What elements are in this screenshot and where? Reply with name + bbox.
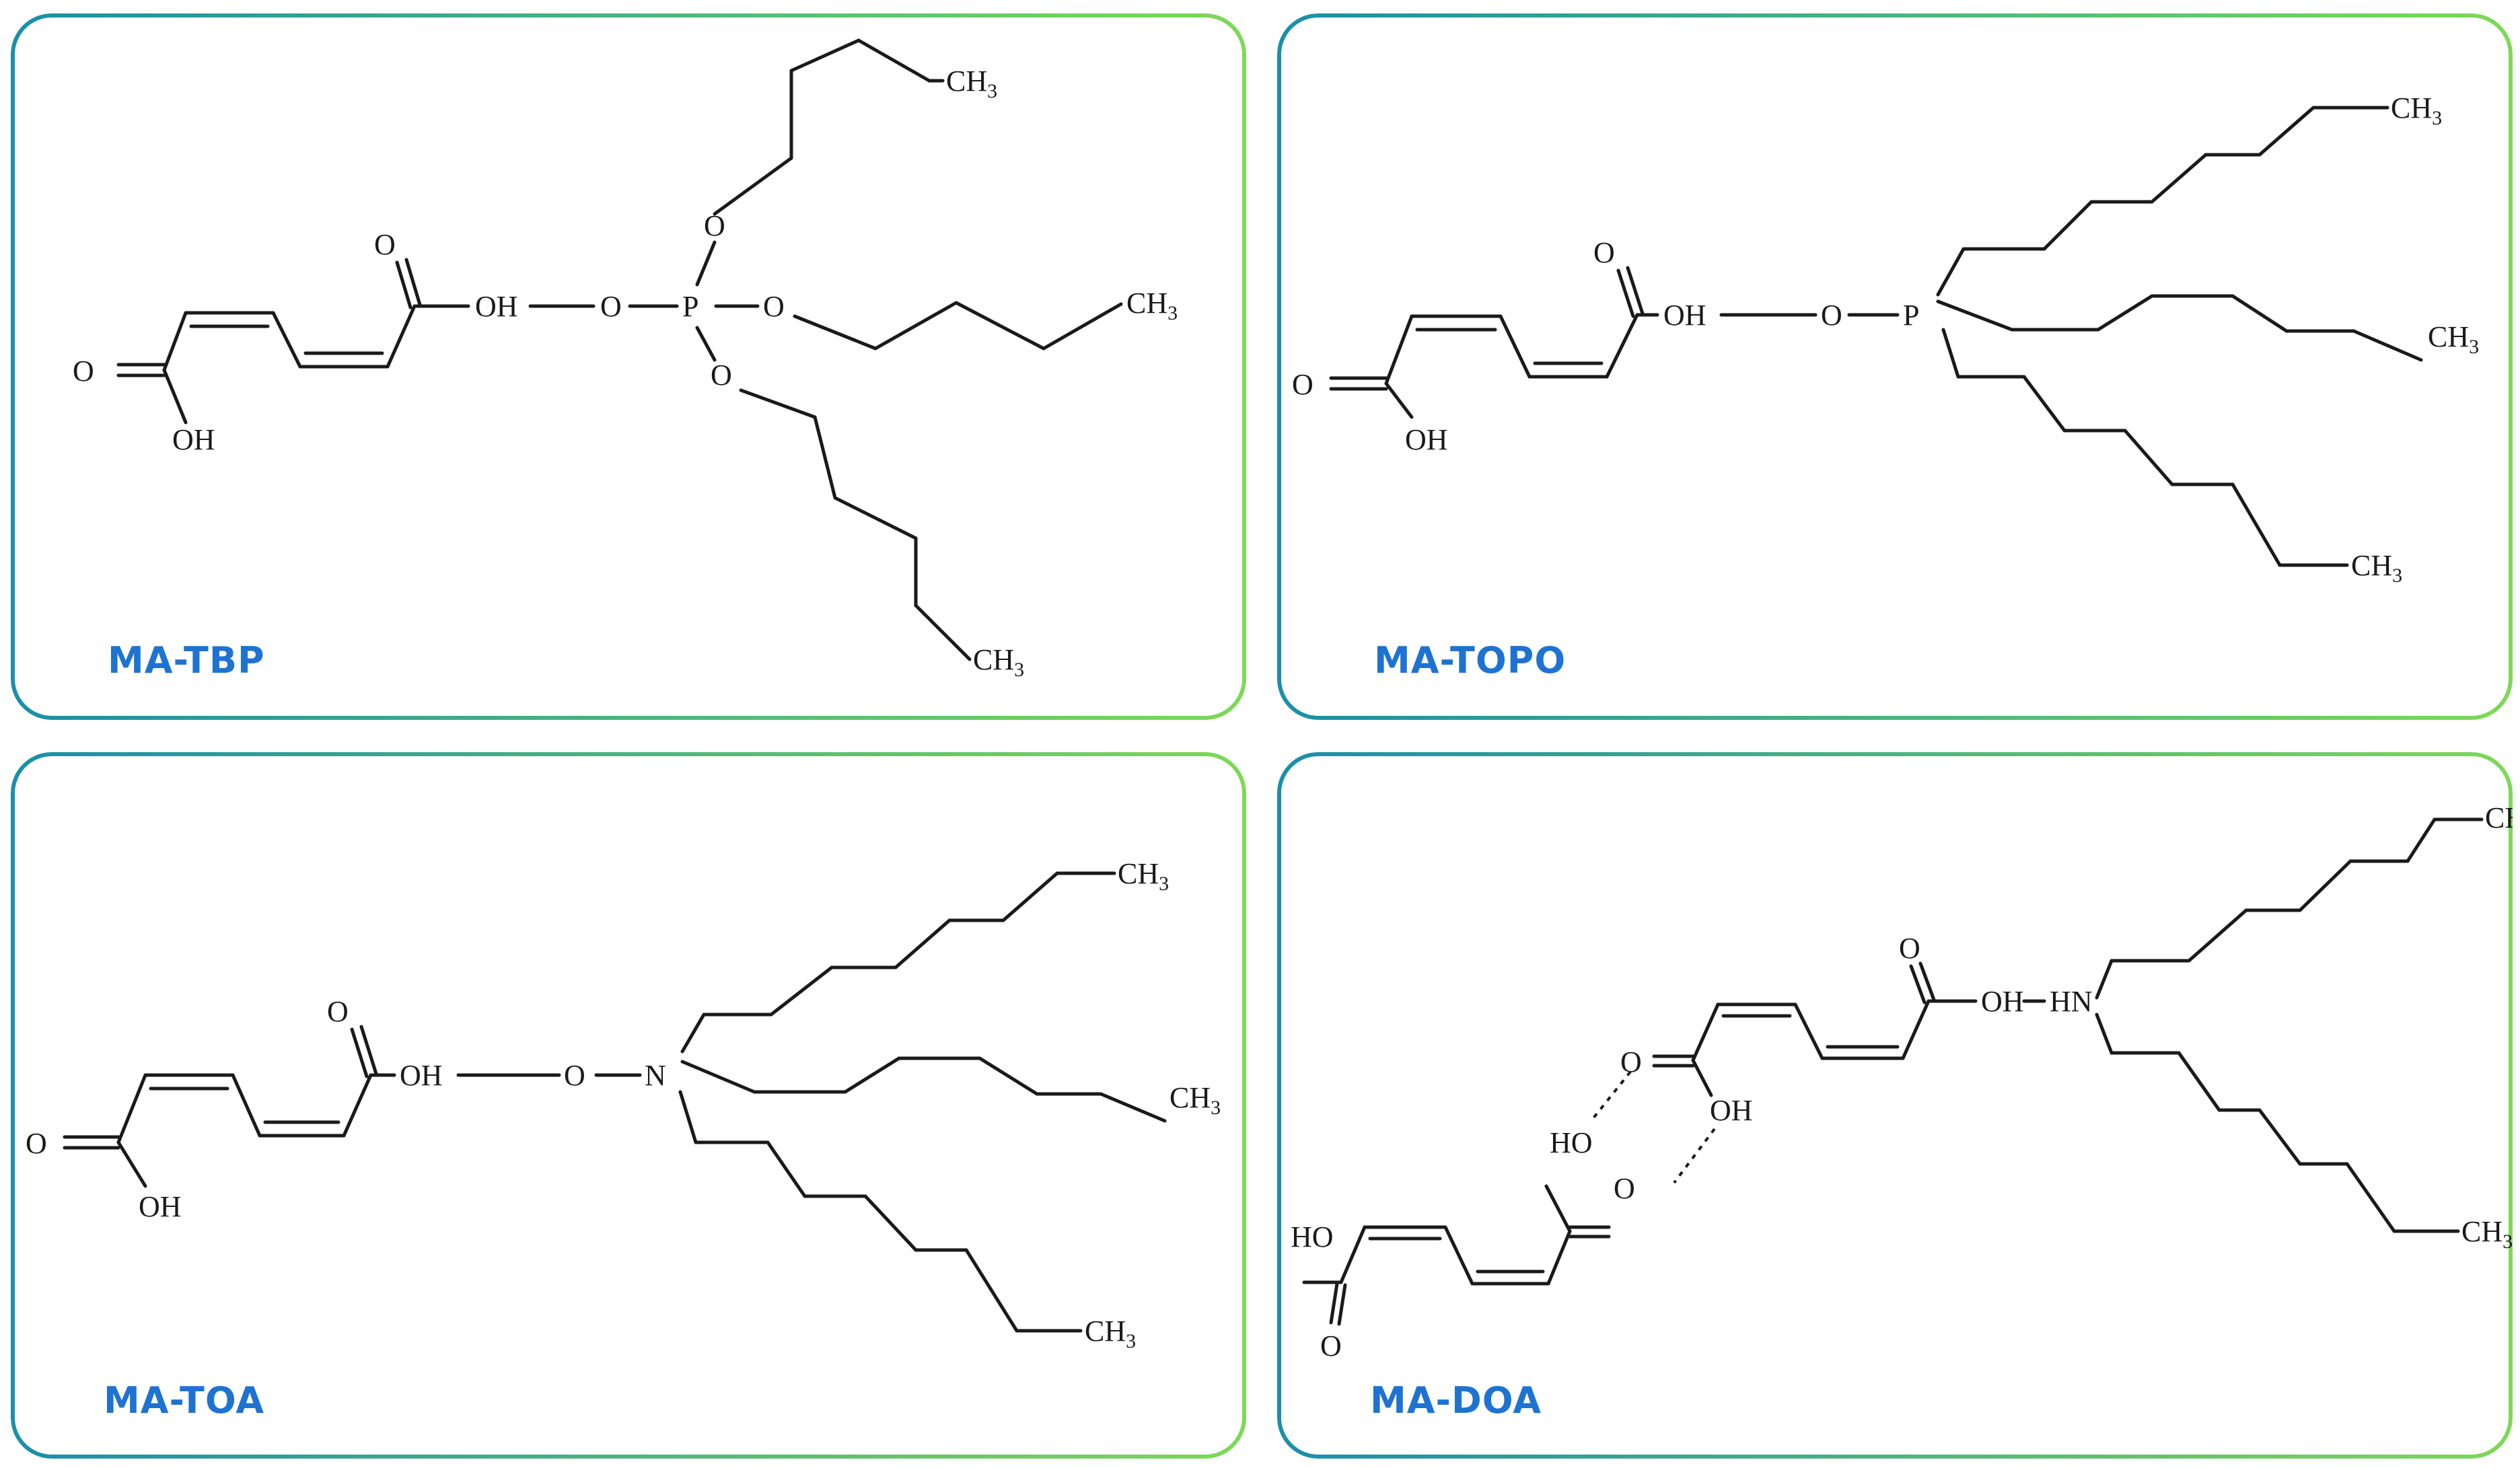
- panel-border: [1277, 752, 2513, 1459]
- structure-ma-doa: O OH HN O OH HO O HO O CH3 CH3: [1277, 752, 2513, 1459]
- atom-oh-acid: OH: [1405, 423, 1448, 456]
- atom-o-carbonyl-top: O: [1899, 932, 1920, 965]
- atom-oh-acid: OH: [172, 423, 215, 456]
- panel-ma-toa: O O OH OH O N CH3 CH3 CH3 MA-TOA: [11, 752, 1246, 1459]
- atom-n-center: N: [645, 1059, 666, 1092]
- atom-hn: HN: [2050, 985, 2093, 1018]
- atom-oh-link: OH: [400, 1059, 443, 1092]
- structure-ma-toa: O O OH OH O N CH3 CH3 CH3: [11, 752, 1246, 1459]
- methyl-group: CH3: [1126, 287, 1178, 324]
- atom-o-acid-left: O: [26, 1127, 47, 1160]
- panel-border: [11, 752, 1246, 1459]
- panel-border: [11, 13, 1246, 720]
- atom-p-center: P: [1903, 299, 1919, 332]
- panel-label: MA-TBP: [108, 639, 265, 682]
- structure-ma-tbp: O O OH OH O P O O O CH3 CH3 CH3: [11, 13, 1246, 720]
- atom-oh-link: OH: [1663, 299, 1706, 332]
- svg-text:CH3: CH3: [1169, 1081, 1221, 1119]
- methyl-group: CH3: [2391, 91, 2442, 129]
- atom-oh-link: OH: [475, 290, 518, 323]
- panel-label: MA-DOA: [1370, 1379, 1542, 1422]
- svg-text:CH3: CH3: [946, 65, 997, 102]
- panel-ma-doa: O OH HN O OH HO O HO O CH3 CH3 MA-DOA: [1277, 752, 2513, 1459]
- atom-o-acid-left: O: [73, 355, 94, 388]
- atom-o-bridge: O: [600, 290, 622, 323]
- methyl-group: CH3: [2461, 1215, 2513, 1253]
- bonds: [1302, 817, 2484, 1326]
- methyl-group: CH3: [2351, 549, 2402, 587]
- panel-ma-tbp: O O OH OH O P O O O CH3 CH3 CH3 MA-TBP: [11, 13, 1246, 720]
- panel-ma-topo: O O OH OH O P CH3 CH3 CH3 MA-TOPO: [1277, 13, 2513, 720]
- hydrogen-bonds: [1589, 1070, 1716, 1184]
- methyl-group: CH3: [946, 65, 997, 102]
- bonds: [1329, 106, 2423, 567]
- atom-o-end: O: [1320, 1329, 1342, 1362]
- structure-ma-topo: O O OH OH O P CH3 CH3 CH3: [1277, 13, 2513, 720]
- svg-text:CH3: CH3: [1126, 287, 1178, 324]
- atom-o-dimer-b: O: [1614, 1172, 1635, 1205]
- methyl-group: CH3: [1169, 1081, 1221, 1119]
- methyl-group: CH3: [973, 643, 1024, 681]
- atom-o-bridge: O: [564, 1059, 585, 1092]
- svg-text:CH3: CH3: [2351, 549, 2402, 587]
- panel-border: [1277, 13, 2513, 720]
- bonds: [63, 871, 1167, 1333]
- atom-oh-dimer-a: OH: [1710, 1094, 1753, 1127]
- atom-o-bridge: O: [1821, 299, 1842, 332]
- atom-p-center: P: [682, 290, 698, 323]
- methyl-group: CH3: [2428, 320, 2479, 358]
- atom-ho-dimer-b: HO: [1550, 1126, 1593, 1159]
- methyl-group: CH3: [2485, 801, 2513, 839]
- atom-o-acid-left: O: [1292, 368, 1313, 401]
- atom-o-carbonyl: O: [374, 228, 396, 261]
- svg-text:CH3: CH3: [2428, 320, 2479, 358]
- svg-text:CH3: CH3: [973, 643, 1024, 681]
- methyl-group: CH3: [1085, 1315, 1136, 1352]
- atom-o-carbonyl: O: [327, 995, 349, 1028]
- svg-text:CH3: CH3: [1118, 857, 1169, 895]
- panel-label: MA-TOPO: [1374, 639, 1567, 682]
- svg-text:CH3: CH3: [2391, 91, 2442, 129]
- atom-o-carbonyl: O: [1593, 236, 1615, 269]
- atom-o-dimer-a: O: [1620, 1045, 1642, 1078]
- atom-oh-link: OH: [1981, 985, 2024, 1018]
- svg-text:CH3: CH3: [2461, 1215, 2513, 1253]
- methyl-group: CH3: [1118, 857, 1169, 895]
- atom-o-bottom: O: [711, 359, 732, 392]
- atom-o-top: O: [704, 209, 725, 242]
- atom-o-right: O: [763, 290, 785, 323]
- svg-text:CH3: CH3: [2485, 801, 2513, 839]
- bonds: [116, 38, 1123, 661]
- svg-text:CH3: CH3: [1085, 1315, 1136, 1352]
- atom-oh-acid: OH: [139, 1190, 182, 1223]
- panel-label: MA-TOA: [104, 1379, 265, 1422]
- atom-ho-end: HO: [1291, 1220, 1334, 1253]
